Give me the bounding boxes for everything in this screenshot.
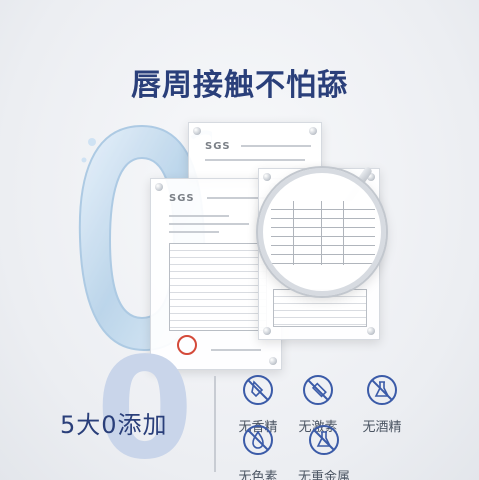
no-pigment-dropper-icon [243,425,273,455]
badge-label: 无色素 [238,470,278,480]
magnified-table [271,201,375,265]
no-fragrance-dropper-icon [243,375,273,405]
badge-no-pigment: 无色素 [228,424,288,480]
badge-no-heavy-metal: 无重金属 [288,424,360,480]
no-hormone-syringe-icon [303,375,333,405]
divider [214,376,216,472]
badge-no-alcohol: 无酒精 [352,374,412,435]
zero-additive-label: 5大0添加 [60,411,168,439]
badge-label: 无酒精 [362,420,402,435]
no-heavy-metal-flask-icon [309,425,339,455]
magnifier-lens [258,168,386,296]
no-alcohol-flask-icon [367,375,397,405]
sgs-logo: SGS [169,193,195,204]
official-stamp-icon [177,335,197,355]
results-table [169,243,267,331]
headline: 唇周接触不怕舔 [131,68,348,103]
sgs-logo: SGS [205,141,231,152]
badge-label: 无重金属 [297,470,350,480]
big-zero-mark: 0 [96,328,194,480]
